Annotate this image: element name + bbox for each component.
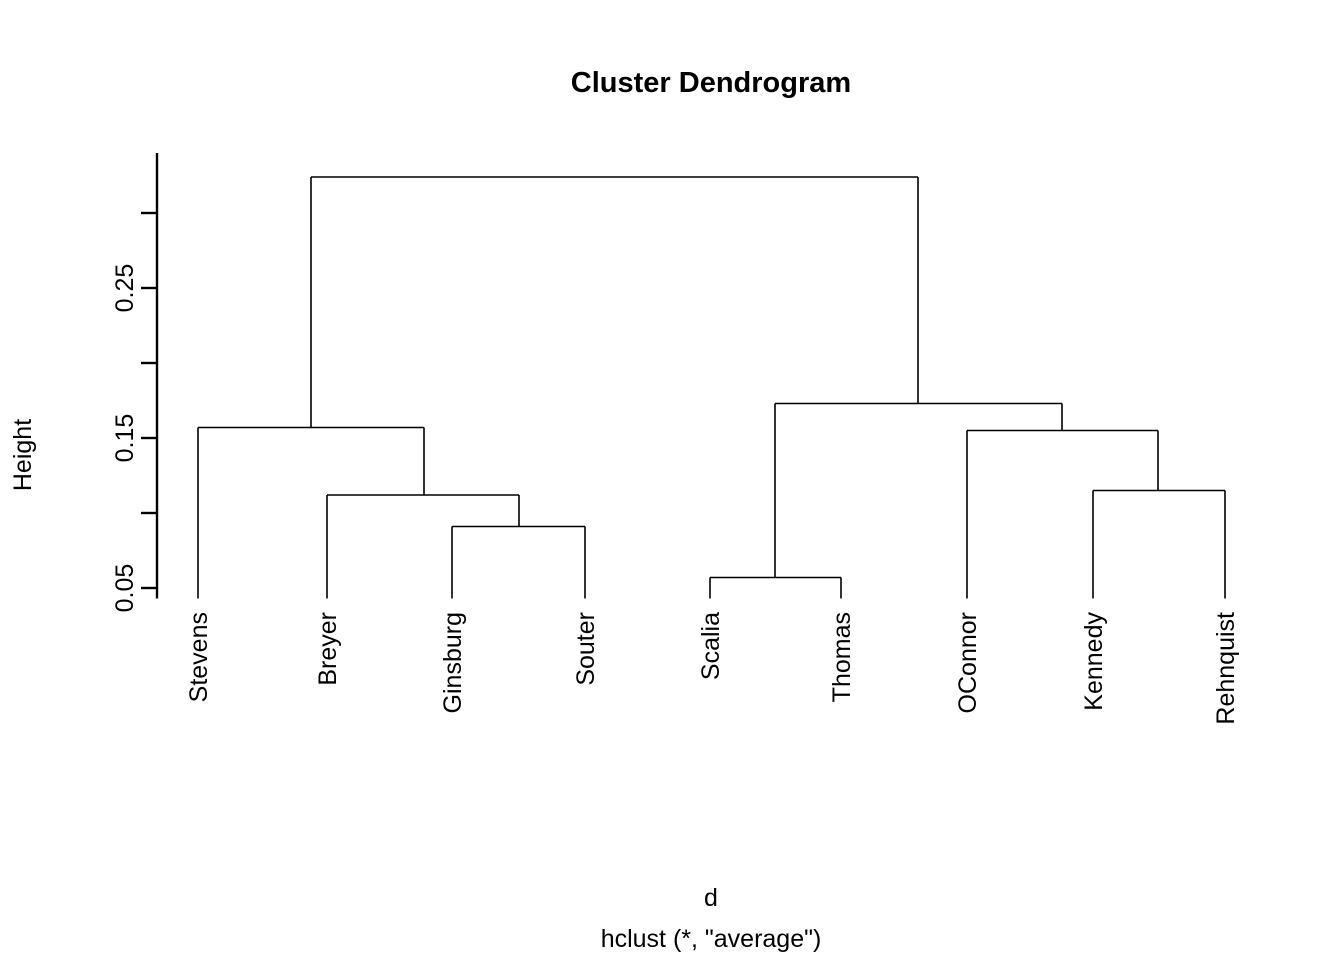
y-axis-tick-label: 0.25 <box>111 264 139 313</box>
leaf-label-souter: Souter <box>572 612 600 686</box>
y-axis-tick-label: 0.15 <box>111 414 139 463</box>
x-axis-label: d <box>704 884 718 912</box>
page-title: Cluster Dendrogram <box>571 67 851 99</box>
x-axis-sublabel: hclust (*, "average") <box>601 925 822 953</box>
leaf-labels: Stevens Breyer Ginsburg Souter Scalia Thomas O… <box>185 612 1240 725</box>
dendrogram-links <box>197 176 1226 599</box>
leaf-label-oconnor: OConnor <box>954 612 982 713</box>
leaf-label-ginsburg: Ginsburg <box>439 612 467 713</box>
leaf-label-kennedy: Kennedy <box>1080 612 1108 711</box>
leaf-label-stevens: Stevens <box>185 612 213 702</box>
leaf-label-breyer: Breyer <box>314 612 342 686</box>
leaf-label-rehnquist: Rehnquist <box>1212 612 1240 725</box>
y-axis-label: Height <box>9 419 37 491</box>
leaf-label-thomas: Thomas <box>828 612 856 702</box>
y-axis: 0.05 0.15 0.25 <box>111 153 159 613</box>
leaf-label-scalia: Scalia <box>697 612 725 680</box>
y-axis-tick-label: 0.05 <box>111 564 139 613</box>
